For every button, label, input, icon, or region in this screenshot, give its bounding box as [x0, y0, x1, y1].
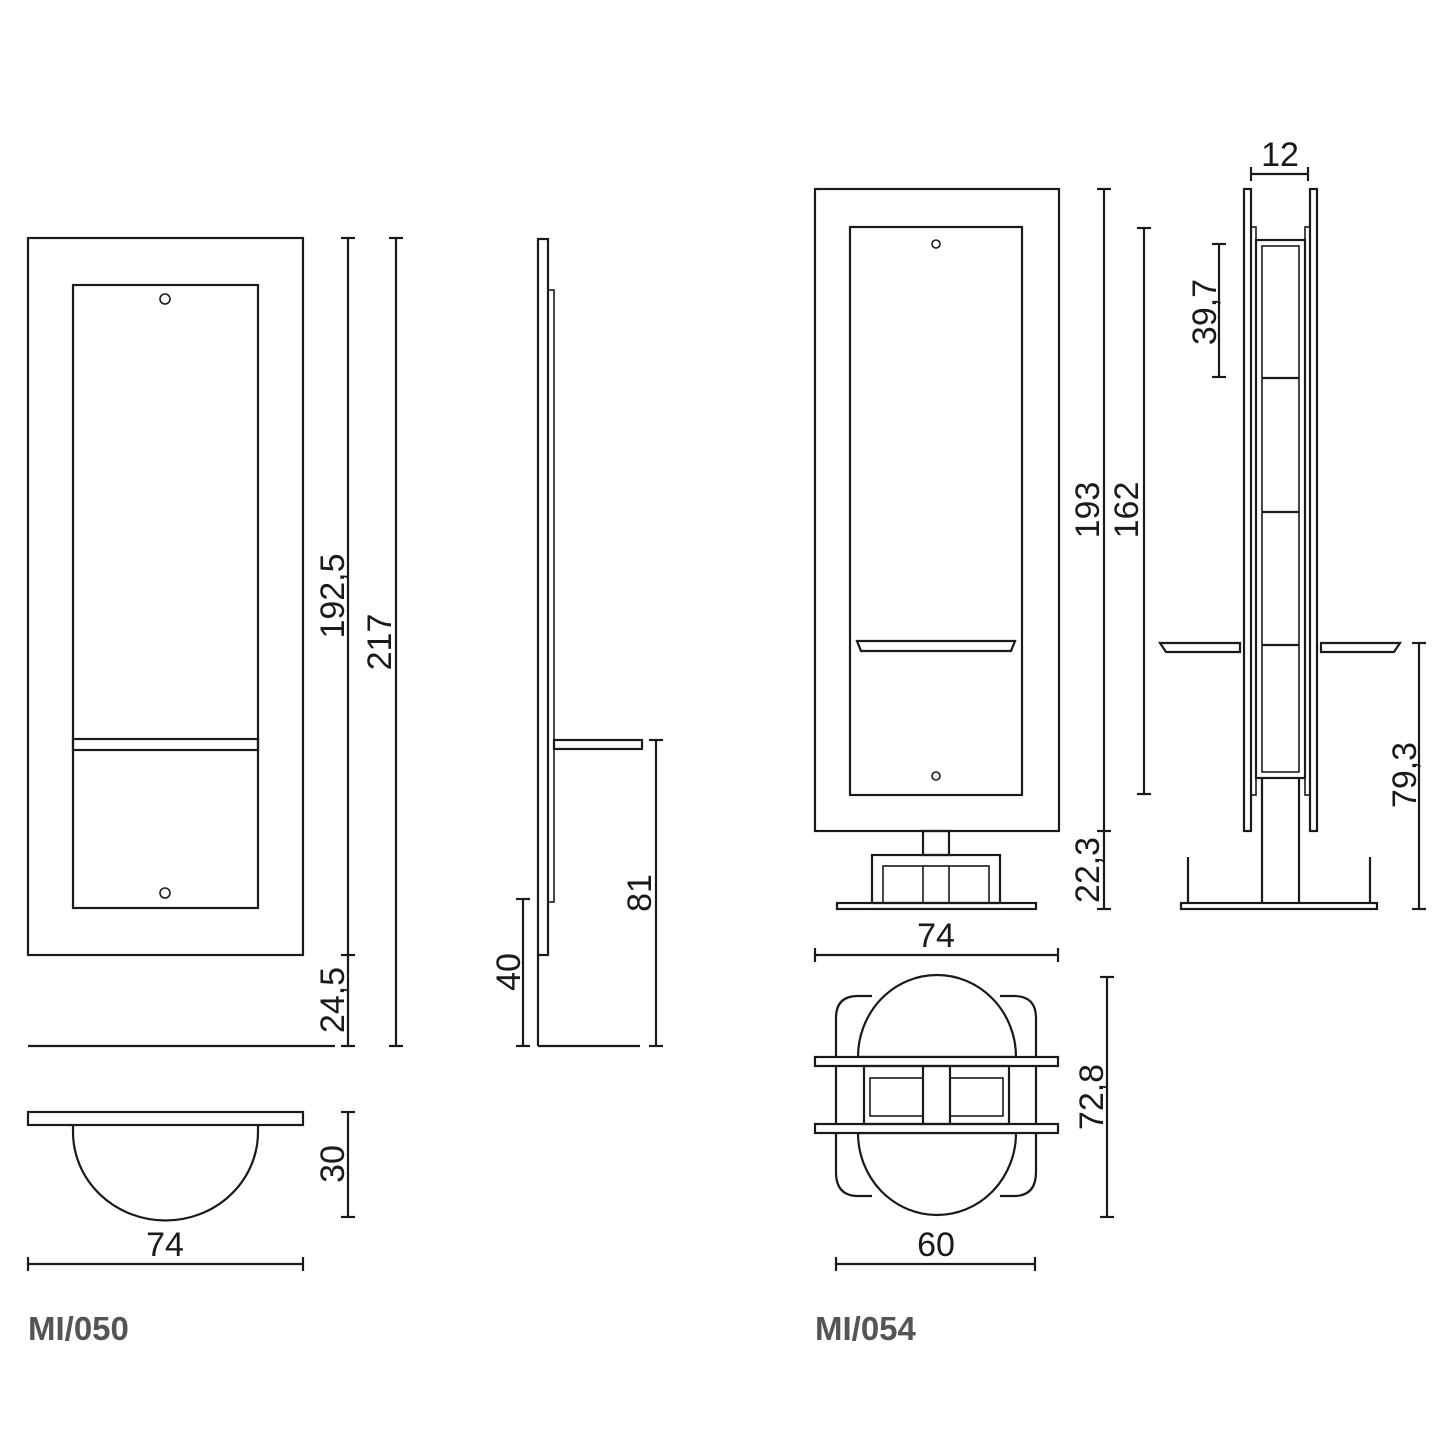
- dim-height-inner-label: 192,5: [314, 553, 352, 638]
- dim-height-total-label: 217: [361, 614, 399, 671]
- mi050-vertical-dimensions: [341, 236, 403, 1048]
- dim-width-label: 74: [146, 1226, 184, 1264]
- mi050-front-view: [26, 236, 335, 1048]
- mi054-front-view: [813, 187, 1061, 962]
- dim-mi054-height-total-label: 193: [1069, 482, 1107, 539]
- dim-mi054-shelf-spacing-label: 39,7: [1186, 279, 1224, 345]
- dim-mi054-height-panel-label: 162: [1108, 482, 1146, 539]
- mi050-top-view: [26, 1110, 355, 1271]
- mi054-side-view: [1157, 167, 1426, 911]
- dim-mi054-thickness-label: 12: [1261, 136, 1299, 174]
- dim-mi054-base-width-label: 60: [917, 1226, 955, 1264]
- dim-foot-height-label: 40: [490, 953, 528, 991]
- dim-shelf-height-label: 81: [621, 874, 659, 912]
- mi054-top-view: [813, 973, 1114, 1271]
- dim-base-height-label: 24,5: [314, 967, 352, 1033]
- dim-depth-label: 30: [314, 1145, 352, 1183]
- model-label-mi050: MI/050: [28, 1310, 129, 1347]
- dim-mi054-base-height-label: 22,3: [1069, 837, 1107, 903]
- model-label-mi054: MI/054: [815, 1310, 917, 1347]
- dim-mi054-shelf-height-label: 79,3: [1386, 742, 1424, 808]
- mi054-vertical-dimensions: [1097, 187, 1151, 911]
- dim-mi054-depth-label: 72,8: [1073, 1064, 1111, 1130]
- dim-mi054-width-label: 74: [917, 917, 955, 955]
- mi050-side-view: [516, 237, 663, 1048]
